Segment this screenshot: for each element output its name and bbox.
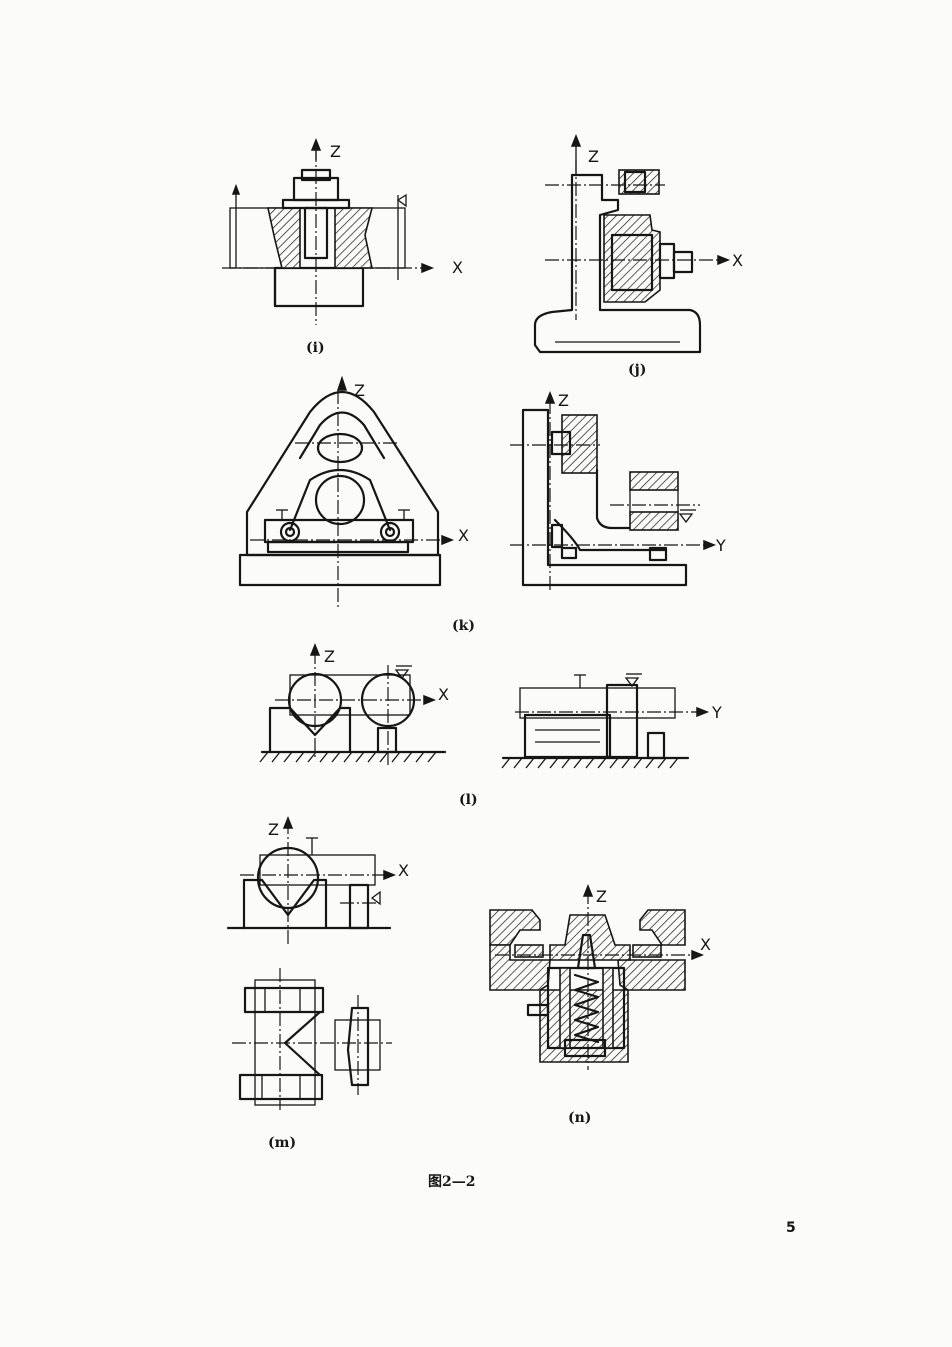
axis-z-label-m: Z	[268, 820, 279, 839]
axis-x-label-n: X	[700, 935, 711, 954]
axis-y-label-k: Y	[715, 536, 726, 555]
drawing-n: Z X (n)	[489, 883, 711, 1126]
axis-y-label-l: Y	[711, 703, 722, 722]
caption-i: (i)	[306, 340, 325, 356]
caption-j: (j)	[628, 362, 646, 378]
axis-z-label-l: Z	[324, 647, 335, 666]
drawing-l-left: Z X	[259, 642, 449, 765]
drawing-j: Z X (j)	[533, 133, 743, 378]
axis-x-label-i: X	[452, 258, 463, 277]
drawing-m-bottom: (m)	[232, 968, 392, 1151]
drawing-k-left: Z X	[238, 375, 469, 610]
axis-x-label-l: X	[438, 685, 449, 704]
caption-m: (m)	[268, 1135, 296, 1151]
axis-x-label-k: X	[458, 526, 469, 545]
caption-k: (k)	[452, 618, 475, 634]
drawing-m-top: Z X	[226, 815, 409, 945]
axis-z-label-k2: Z	[558, 391, 569, 410]
axis-z-label-n: Z	[596, 887, 607, 906]
axis-z-label-i: Z	[330, 142, 341, 161]
caption-l: (l)	[459, 792, 478, 808]
drawing-k-right: Z Y (k)	[452, 390, 726, 634]
drawing-i: Z X (i)	[222, 137, 463, 356]
drawing-l-right: Y (l)	[459, 673, 722, 808]
figure-caption: 图2—2	[428, 1174, 475, 1190]
axis-x-label-j: X	[732, 251, 743, 270]
page-number: 5	[786, 1220, 796, 1236]
axis-z-label-j: Z	[588, 147, 599, 166]
caption-n: (n)	[568, 1110, 591, 1126]
axis-x-label-m: X	[398, 861, 409, 880]
axis-z-label-k: Z	[354, 381, 365, 400]
